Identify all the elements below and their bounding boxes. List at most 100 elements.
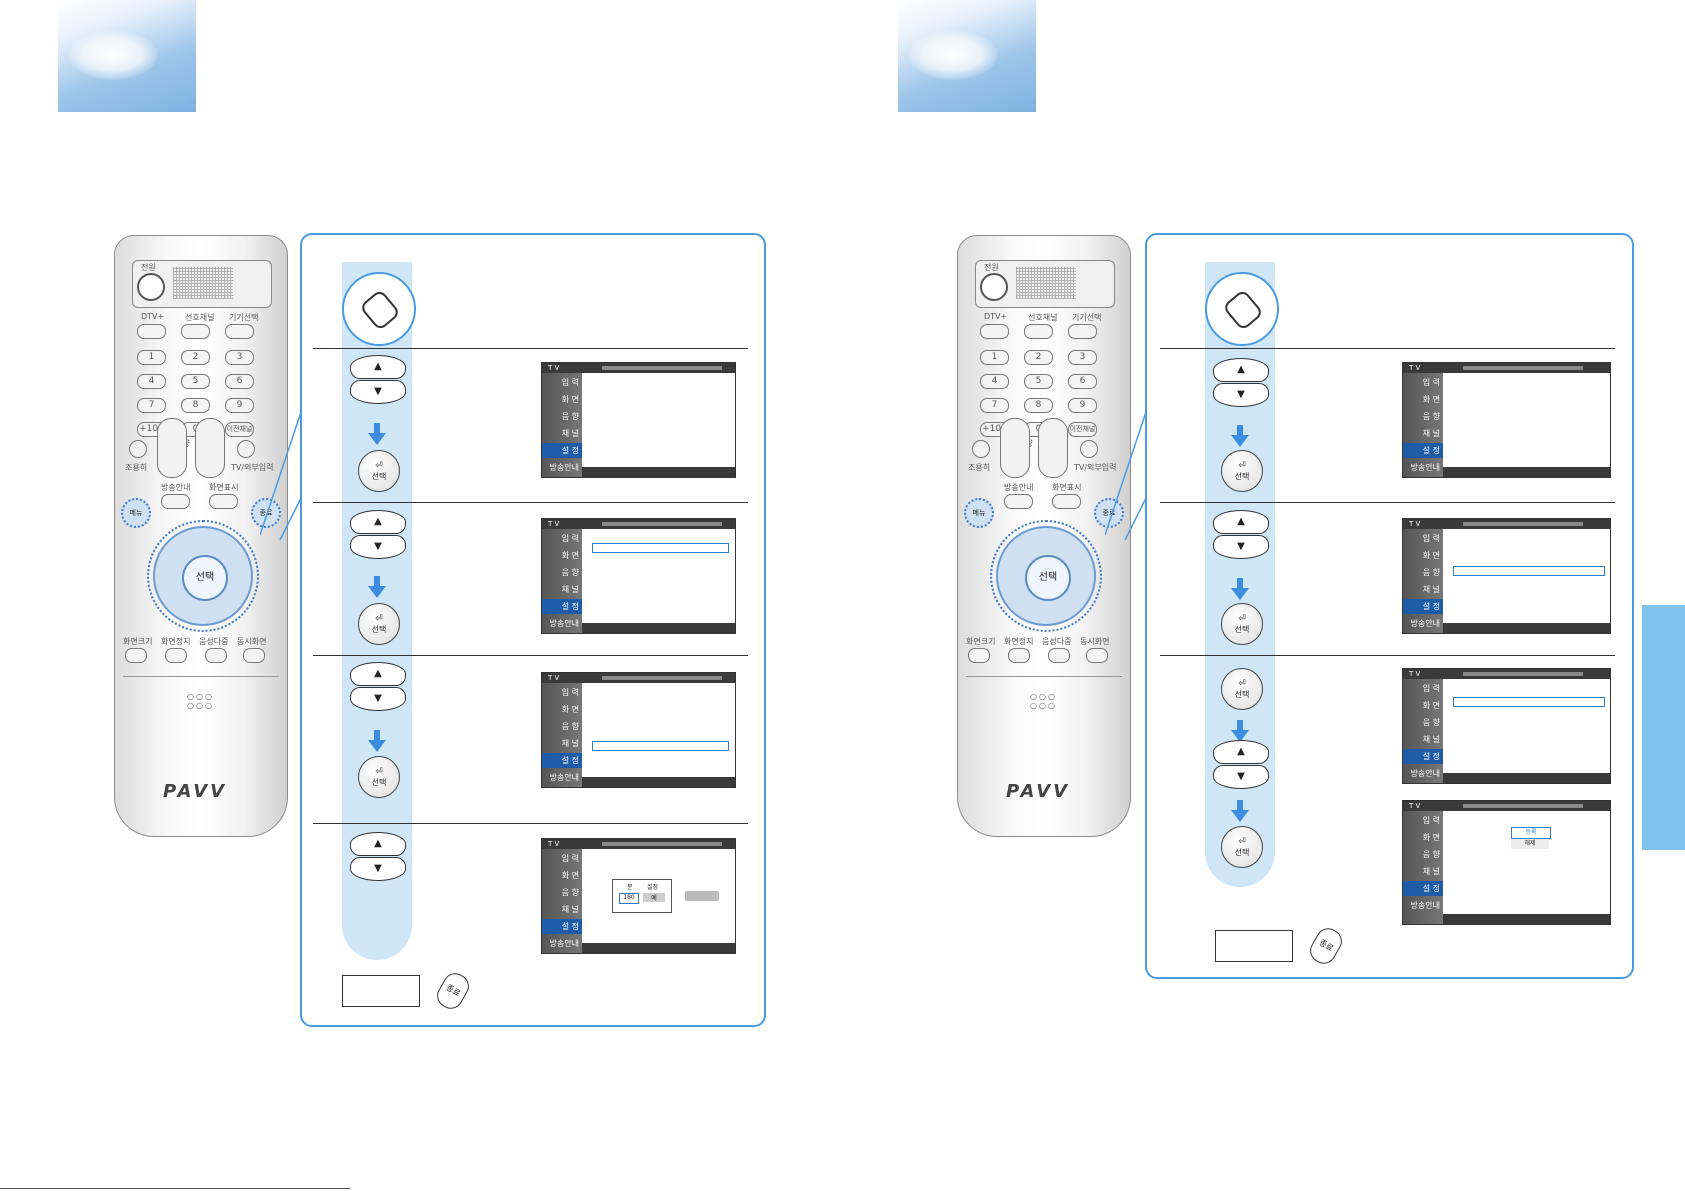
remote-control-left: 전원 DTV+ 선호채널 기기선택 1 2 3 4 5 6 7 8 9 +100… <box>114 235 288 837</box>
guide-button[interactable] <box>161 494 190 509</box>
num-9-button[interactable]: 9 <box>225 398 254 413</box>
num-5-button[interactable]: 5 <box>181 374 210 389</box>
prev-channel-button[interactable]: 이전채널 <box>225 422 254 437</box>
info-button[interactable] <box>1052 494 1081 509</box>
dpad[interactable]: 선택 <box>990 520 1102 632</box>
guide-button[interactable] <box>1004 494 1033 509</box>
num-7-button[interactable]: 7 <box>137 398 166 413</box>
side-tab <box>1642 605 1685 850</box>
freeze-label: 화면정지 <box>1004 637 1034 646</box>
fav-channel-label: 선호채널 <box>1028 313 1058 322</box>
power-icon <box>137 273 165 301</box>
timer-popup: 분 설정 180 예 <box>612 879 672 913</box>
num-7-button[interactable]: 7 <box>980 398 1009 413</box>
num-4-button[interactable]: 4 <box>980 374 1009 389</box>
num-3-button[interactable]: 3 <box>225 350 254 365</box>
select-button-icon: ⏎선택 <box>1221 668 1263 710</box>
brand-logo: PAVV <box>1006 781 1071 802</box>
up-down-buttons: ▲▼ <box>1213 358 1269 408</box>
num-2-button[interactable]: 2 <box>1024 350 1053 365</box>
remote-control-right: 전원 DTV+ 선호채널 기기선택 1 2 3 4 5 6 7 8 9 +100… <box>957 235 1131 837</box>
step-divider <box>1160 655 1615 656</box>
device-select-button[interactable] <box>1068 324 1097 339</box>
device-select-label: 기기선택 <box>1072 313 1102 322</box>
mute-button[interactable] <box>129 440 147 458</box>
fav-channel-label: 선호채널 <box>185 313 215 322</box>
dpad[interactable]: 선택 <box>147 520 259 632</box>
select-button-icon: ⏎선택 <box>1221 826 1263 868</box>
dtv-button[interactable] <box>980 324 1009 339</box>
tv-ext-label: TV/외부입력 <box>231 463 274 472</box>
volume-rocker[interactable] <box>1000 418 1030 478</box>
up-down-buttons: ▲▼ <box>350 832 406 882</box>
guide-label: 방송안내 <box>161 483 191 492</box>
freeze-button[interactable] <box>165 648 187 663</box>
info-label: 화면표시 <box>209 483 239 492</box>
screen-size-button[interactable] <box>125 648 147 663</box>
freeze-button[interactable] <box>1008 648 1030 663</box>
num-8-button[interactable]: 8 <box>181 398 210 413</box>
up-down-buttons: ▲▼ <box>1213 740 1269 790</box>
tv-ext-button[interactable] <box>1080 440 1098 458</box>
exit-button[interactable]: 종료 <box>251 498 281 528</box>
fav-channel-button[interactable] <box>1024 324 1053 339</box>
select-button[interactable]: 선택 <box>182 555 228 601</box>
channel-rocker[interactable] <box>1038 418 1068 478</box>
sky-header-image-left <box>58 0 196 112</box>
up-down-buttons: ▲▼ <box>350 355 406 405</box>
up-button: ▲ <box>350 355 406 379</box>
up-down-buttons: ▲▼ <box>350 662 406 712</box>
screen-size-label: 화면크기 <box>966 637 996 646</box>
arrow-down-icon <box>1231 720 1249 742</box>
tv-ext-label: TV/외부입력 <box>1074 463 1117 472</box>
select-button[interactable]: 선택 <box>1025 555 1071 601</box>
info-button[interactable] <box>209 494 238 509</box>
dtv-button[interactable] <box>137 324 166 339</box>
osd-menu-screen: T V 입 력 화 면 음 향 채 널 설 정 방송안내 <box>1402 518 1611 634</box>
prev-channel-button[interactable]: 이전채널 <box>1068 422 1097 437</box>
menu-button-large <box>342 272 416 346</box>
step-strip-right <box>1205 262 1275 887</box>
pip-button[interactable] <box>1086 648 1108 663</box>
guide-label: 방송안내 <box>1004 483 1034 492</box>
num-6-button[interactable]: 6 <box>1068 374 1097 389</box>
arrow-down-icon <box>1231 800 1249 822</box>
mute-button[interactable] <box>972 440 990 458</box>
num-4-button[interactable]: 4 <box>137 374 166 389</box>
arrow-down-icon <box>1231 425 1249 447</box>
audio-button[interactable] <box>1048 648 1070 663</box>
audio-label: 음성다중 <box>199 637 229 646</box>
screen-size-button[interactable] <box>968 648 990 663</box>
device-select-button[interactable] <box>225 324 254 339</box>
fav-channel-button[interactable] <box>181 324 210 339</box>
audio-button[interactable] <box>205 648 227 663</box>
pip-button[interactable] <box>243 648 265 663</box>
audio-label: 음성다중 <box>1042 637 1072 646</box>
num-8-button[interactable]: 8 <box>1024 398 1053 413</box>
num-2-button[interactable]: 2 <box>181 350 210 365</box>
channel-rocker[interactable] <box>195 418 225 478</box>
num-1-button[interactable]: 1 <box>137 350 166 365</box>
step-divider <box>1160 348 1615 349</box>
num-5-button[interactable]: 5 <box>1024 374 1053 389</box>
select-button-icon: ⏎선택 <box>358 603 400 645</box>
num-3-button[interactable]: 3 <box>1068 350 1097 365</box>
osd-menu-screen: T V 입 력 화 면 음 향 채 널 설 정 방송안내 <box>541 362 736 478</box>
arrow-down-icon <box>368 423 386 445</box>
down-button: ▼ <box>350 380 406 404</box>
tv-ext-button[interactable] <box>237 440 255 458</box>
menu-button[interactable]: 메뉴 <box>964 498 994 528</box>
step-divider <box>313 655 748 656</box>
volume-rocker[interactable] <box>157 418 187 478</box>
device-select-label: 기기선택 <box>229 313 259 322</box>
info-label: 화면표시 <box>1052 483 1082 492</box>
dtv-label: DTV+ <box>141 312 165 321</box>
menu-button[interactable]: 메뉴 <box>121 498 151 528</box>
num-9-button[interactable]: 9 <box>1068 398 1097 413</box>
osd-menu-screen-options: T V 입 력 화 면 음 향 채 널 설 정 방송안내 등록 해제 <box>1402 800 1611 925</box>
num-6-button[interactable]: 6 <box>225 374 254 389</box>
num-1-button[interactable]: 1 <box>980 350 1009 365</box>
remote-lower-section <box>123 676 279 818</box>
arrow-down-icon <box>368 576 386 598</box>
osd-menu-screen: T V 입 력 화 면 음 향 채 널 설 정 방송안내 <box>541 672 736 788</box>
